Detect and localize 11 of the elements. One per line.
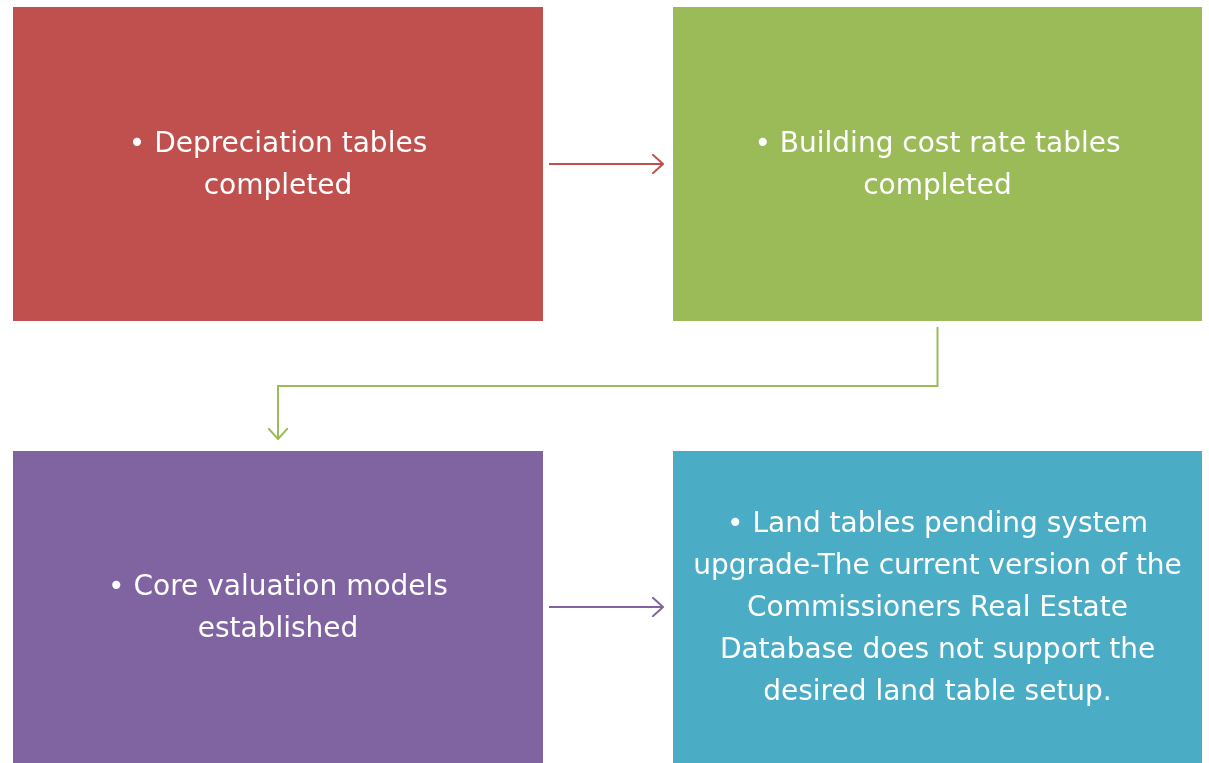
process-box xyxy=(13,451,543,763)
bullet-text: • Land tables pending system upgrade-The current version of the Commissioners Real Estate Database does not support the desired land table setup. xyxy=(692,505,1183,709)
arrow xyxy=(267,326,939,440)
process-box xyxy=(13,7,543,321)
process-box xyxy=(673,451,1202,763)
process-box xyxy=(673,7,1202,321)
arrow xyxy=(548,153,664,175)
bullet-text: • Core valuation models established xyxy=(107,568,449,646)
bullet-text: • Building cost rate tables completed xyxy=(753,125,1122,203)
bullet-text: • Depreciation tables completed xyxy=(127,125,429,203)
arrow xyxy=(548,596,664,618)
